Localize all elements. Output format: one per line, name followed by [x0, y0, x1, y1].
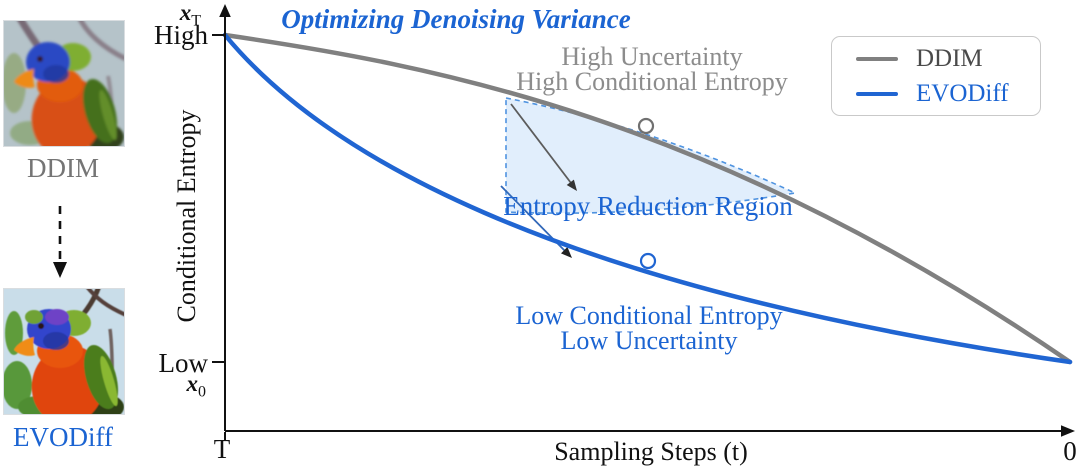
x-axis-arrowhead-icon — [1061, 425, 1075, 437]
y-top-symbol: xT — [141, 0, 201, 31]
ddim-line-swatch-icon — [856, 56, 898, 61]
evodiff-sample-image — [3, 288, 125, 415]
chart-title: Optimizing Denoising Variance — [281, 4, 631, 34]
legend-label-evodiff: EVODiff — [916, 79, 1009, 107]
legend-item-evodiff: EVODiff — [856, 80, 1040, 108]
x-0-base: x — [186, 371, 199, 396]
y-tick-label-low: Low — [158, 348, 209, 378]
legend-label-ddim: DDIM — [916, 44, 983, 72]
low-uncertainty-line2: Low Uncertainty — [560, 326, 738, 355]
ddim-curve — [222, 32, 1073, 365]
bird-photo-evodiff-icon — [4, 289, 124, 414]
high-uncertainty-annotation: High Uncertainty High Conditional Entrop… — [516, 42, 788, 96]
x-0-sub: 0 — [198, 383, 206, 401]
gray-annotation-arrow — [510, 103, 572, 184]
y-axis-label: Conditional Entropy — [172, 109, 201, 323]
blue-annotation-arrowhead-icon — [561, 247, 572, 258]
gray-annotation-arrowhead-icon — [566, 179, 577, 191]
ddim-sample-image — [3, 20, 125, 147]
high-uncertainty-line2: High Conditional Entropy — [516, 67, 788, 96]
x-tick-label-0: 0 — [1063, 436, 1077, 466]
y-bottom-symbol: x0 — [146, 371, 207, 402]
evodiff-line-swatch-icon — [856, 91, 898, 96]
entropy-region-label: Entropy Reduction Region — [503, 191, 793, 221]
y-axis-arrowhead-icon — [219, 4, 231, 17]
ddim-marker-circle — [637, 117, 655, 135]
high-uncertainty-line1: High Uncertainty — [561, 42, 743, 71]
chart-legend: DDIM EVODiff — [831, 36, 1041, 116]
low-uncertainty-annotation: Low Conditional Entropy Low Uncertainty — [515, 301, 783, 355]
transform-down-arrow-icon — [53, 206, 67, 278]
legend-item-ddim: DDIM — [856, 45, 1040, 73]
low-uncertainty-line1: Low Conditional Entropy — [515, 301, 783, 330]
bird-photo-ddim-icon — [4, 21, 124, 146]
x-tick-label-T: T — [213, 434, 231, 464]
x-axis-label: Sampling Steps (t) — [554, 437, 748, 466]
ddim-image-label: DDIM — [27, 153, 99, 183]
x-t-sub: T — [191, 12, 201, 30]
y-tick-label-high: High — [154, 20, 208, 50]
entropy-reduction-region — [505, 97, 798, 214]
evodiff-curve — [222, 32, 1073, 365]
evodiff-image-label: EVODiff — [13, 422, 113, 452]
evodiff-marker-circle — [639, 252, 657, 270]
x-t-base: x — [179, 0, 192, 25]
